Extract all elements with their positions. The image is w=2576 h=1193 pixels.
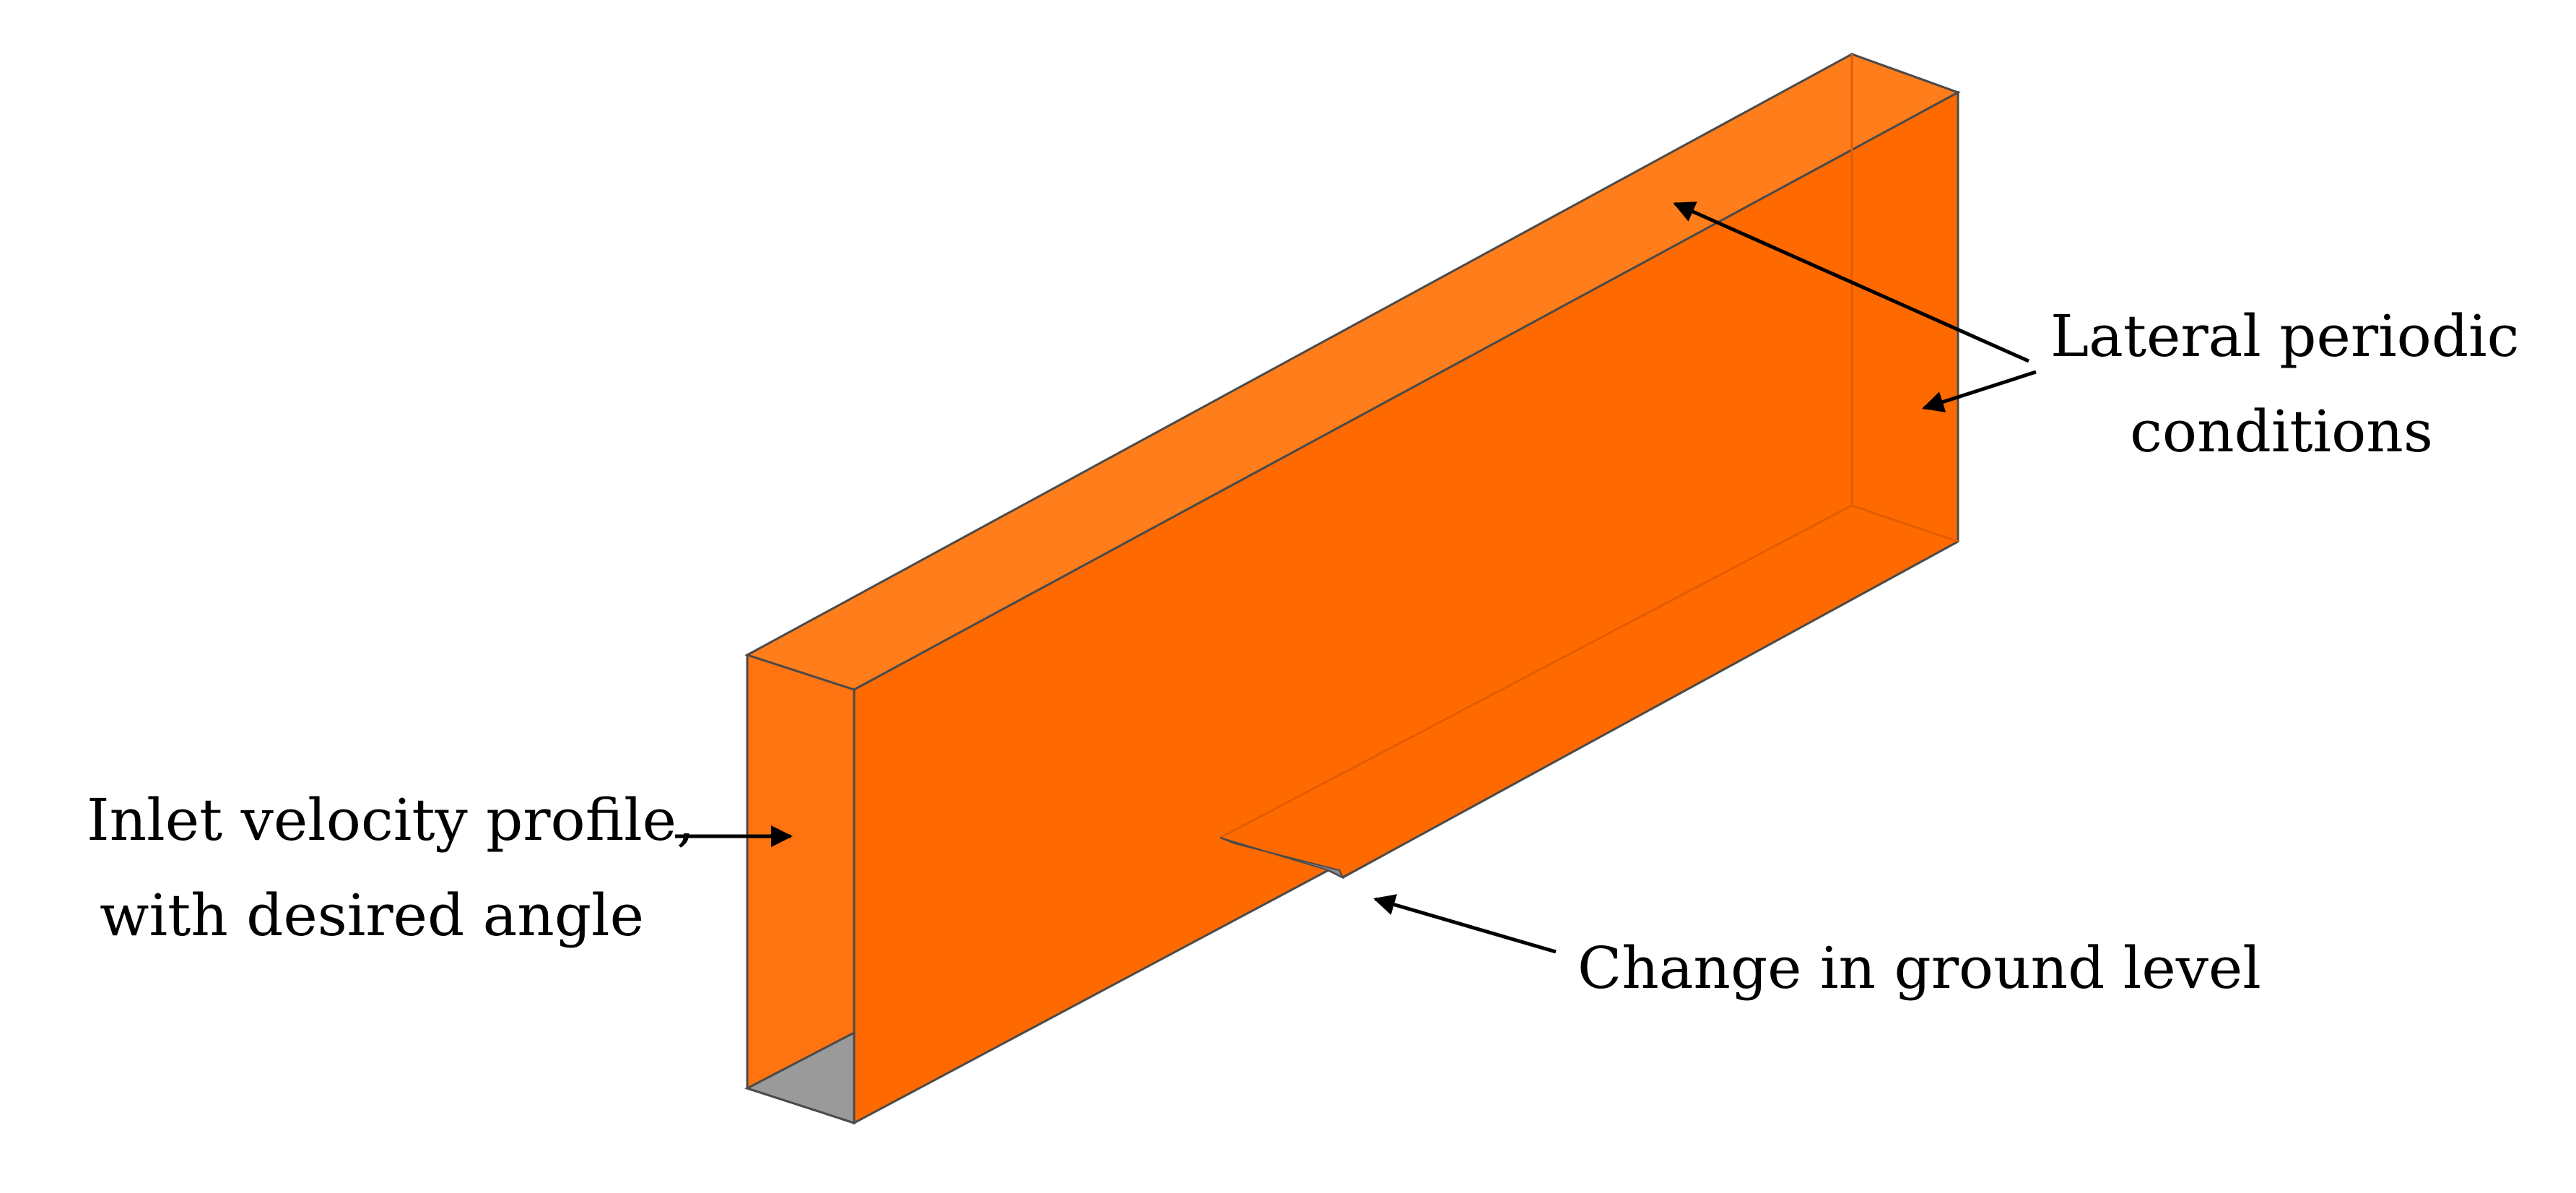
inlet-label-line-1: Inlet velocity profile, [87, 786, 695, 854]
inlet-label: Inlet velocity profile, with desired ang… [87, 773, 695, 963]
lateral-arrow-side [1922, 370, 2037, 412]
lateral-label: Lateral periodic conditions [2050, 289, 2520, 480]
ground-step [1219, 837, 1345, 880]
inner-floor-edge [1219, 504, 1853, 839]
ground-arrow [1373, 894, 1557, 954]
ground-label-text: Change in ground level [1578, 934, 2261, 1002]
lateral-arrow-top [1673, 201, 2030, 363]
ground-label: Change in ground level [1578, 921, 2261, 1016]
lateral-label-line-1: Lateral periodic [2050, 303, 2520, 370]
inner-floor-edge-2 [1851, 504, 1959, 543]
inlet-label-line-2: with desired angle [100, 882, 644, 949]
lateral-label-line-2: conditions [2130, 398, 2433, 465]
